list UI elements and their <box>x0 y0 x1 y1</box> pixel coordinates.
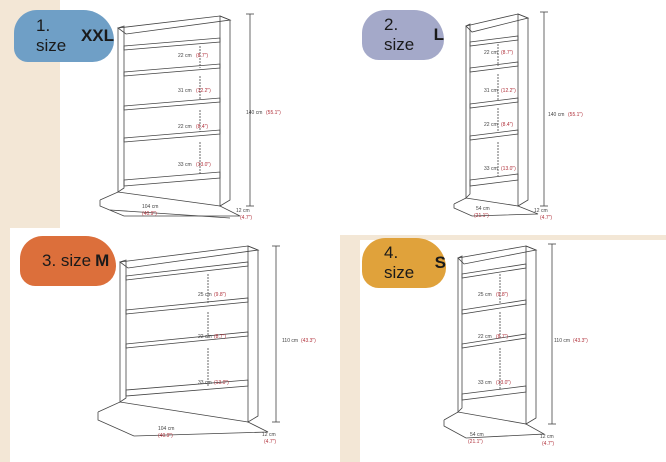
width-dim-in: (40.9") <box>142 211 157 217</box>
shelf-dim-2-cm: 31 cm <box>484 88 498 94</box>
height-dim-in: (55.1") <box>568 112 583 118</box>
size-badge-label: 3. size <box>42 251 92 270</box>
height-dim-cm: 110 cm <box>554 338 570 344</box>
size-badge-l: 2. size L <box>362 10 444 60</box>
size-badge-label: 2. size <box>384 15 415 54</box>
size-badge-name: XXL <box>80 26 114 45</box>
height-dim-cm: 110 cm <box>282 338 298 344</box>
shelf-dim-1-cm: 22 cm <box>178 53 192 59</box>
size-badge-m: 3. size M <box>20 236 116 286</box>
width-dim-cm: 104 cm <box>142 204 158 210</box>
shelf-dim-3-in: (8.4") <box>196 124 208 130</box>
shelf-dim-3-cm: 33 cm <box>198 380 212 386</box>
depth-dim-cm: 12 cm <box>534 208 548 214</box>
height-dim-in: (55.1") <box>266 110 281 116</box>
size-badge-s: 4. size S <box>362 238 446 288</box>
width-dim-cm: 54 cm <box>476 206 490 212</box>
shelf-dim-2-cm: 22 cm <box>478 334 492 340</box>
depth-dim-in: (4.7") <box>542 441 554 447</box>
height-dim-in: (43.3") <box>573 338 588 344</box>
shelf-dim-1-cm: 25 cm <box>198 292 212 298</box>
size-badge-label: 1. size <box>36 16 67 55</box>
shelf-dim-2-in: (8.7") <box>214 334 226 340</box>
size-badge-name: S <box>434 253 446 272</box>
shelf-dim-1-in: (9.8") <box>496 292 508 298</box>
bookshelf-diagram-l: 22 cm (8.7") 31 cm (12.2") 22 cm (8.4") … <box>453 11 583 221</box>
width-dim-in: (21.1") <box>468 439 483 445</box>
shelf-dim-3-in: (13.0") <box>214 380 229 386</box>
bookshelf-diagram-xxl: 22 cm (8.7") 31 cm (12.2") 22 cm (8.4") … <box>99 13 281 221</box>
depth-dim-in: (4.7") <box>240 215 252 221</box>
size-badge-xxl: 1. size XXL <box>14 10 114 62</box>
shelf-dim-3-in: (8.4") <box>501 122 513 128</box>
height-dim-cm: 140 cm <box>548 112 564 118</box>
shelf-dim-1-in: (8.7") <box>196 53 208 59</box>
shelf-dim-3-cm: 22 cm <box>484 122 498 128</box>
width-dim-cm: 104 cm <box>158 426 174 432</box>
height-dim-cm: 140 cm <box>246 110 262 116</box>
width-dim-in: (40.9") <box>158 433 173 439</box>
depth-dim-cm: 12 cm <box>262 432 276 438</box>
depth-dim-in: (4.7") <box>264 439 276 445</box>
size-badge-name: L <box>433 25 444 44</box>
width-dim-cm: 54 cm <box>470 432 484 438</box>
shelf-dim-4-cm: 33 cm <box>484 166 498 172</box>
bookshelf-diagram-m: 25 cm (9.8") 22 cm (8.7") 33 cm (13.0") … <box>97 245 316 445</box>
shelf-dim-4-in: (13.0") <box>196 162 211 168</box>
size-badge-name: M <box>95 251 110 270</box>
shelf-dim-1-cm: 25 cm <box>478 292 492 298</box>
shelf-dim-3-cm: 22 cm <box>178 124 192 130</box>
shelf-dim-3-in: (13.0") <box>496 380 511 386</box>
shelf-dim-1-cm: 22 cm <box>484 50 498 56</box>
shelf-dim-1-in: (8.7") <box>501 50 513 56</box>
shelf-dim-4-in: (13.0") <box>501 166 516 172</box>
depth-dim-in: (4.7") <box>540 215 552 221</box>
bookshelf-diagram-s: 25 cm (9.8") 22 cm (8.7") 33 cm (13.0") … <box>443 243 588 447</box>
shelf-dim-1-in: (9.8") <box>214 292 226 298</box>
shelf-dim-2-in: (12.2") <box>196 88 211 94</box>
width-dim-in: (21.1") <box>474 213 489 219</box>
shelf-dim-2-cm: 31 cm <box>178 88 192 94</box>
depth-dim-cm: 12 cm <box>236 208 250 214</box>
shelf-dim-2-cm: 22 cm <box>198 334 212 340</box>
shelf-dim-2-in: (12.2") <box>501 88 516 94</box>
size-badge-label: 4. size <box>384 243 415 282</box>
depth-dim-cm: 12 cm <box>540 434 554 440</box>
shelf-dim-2-in: (8.7") <box>496 334 508 340</box>
shelf-dim-4-cm: 33 cm <box>178 162 192 168</box>
height-dim-in: (43.3") <box>301 338 316 344</box>
shelf-dim-3-cm: 33 cm <box>478 380 492 386</box>
